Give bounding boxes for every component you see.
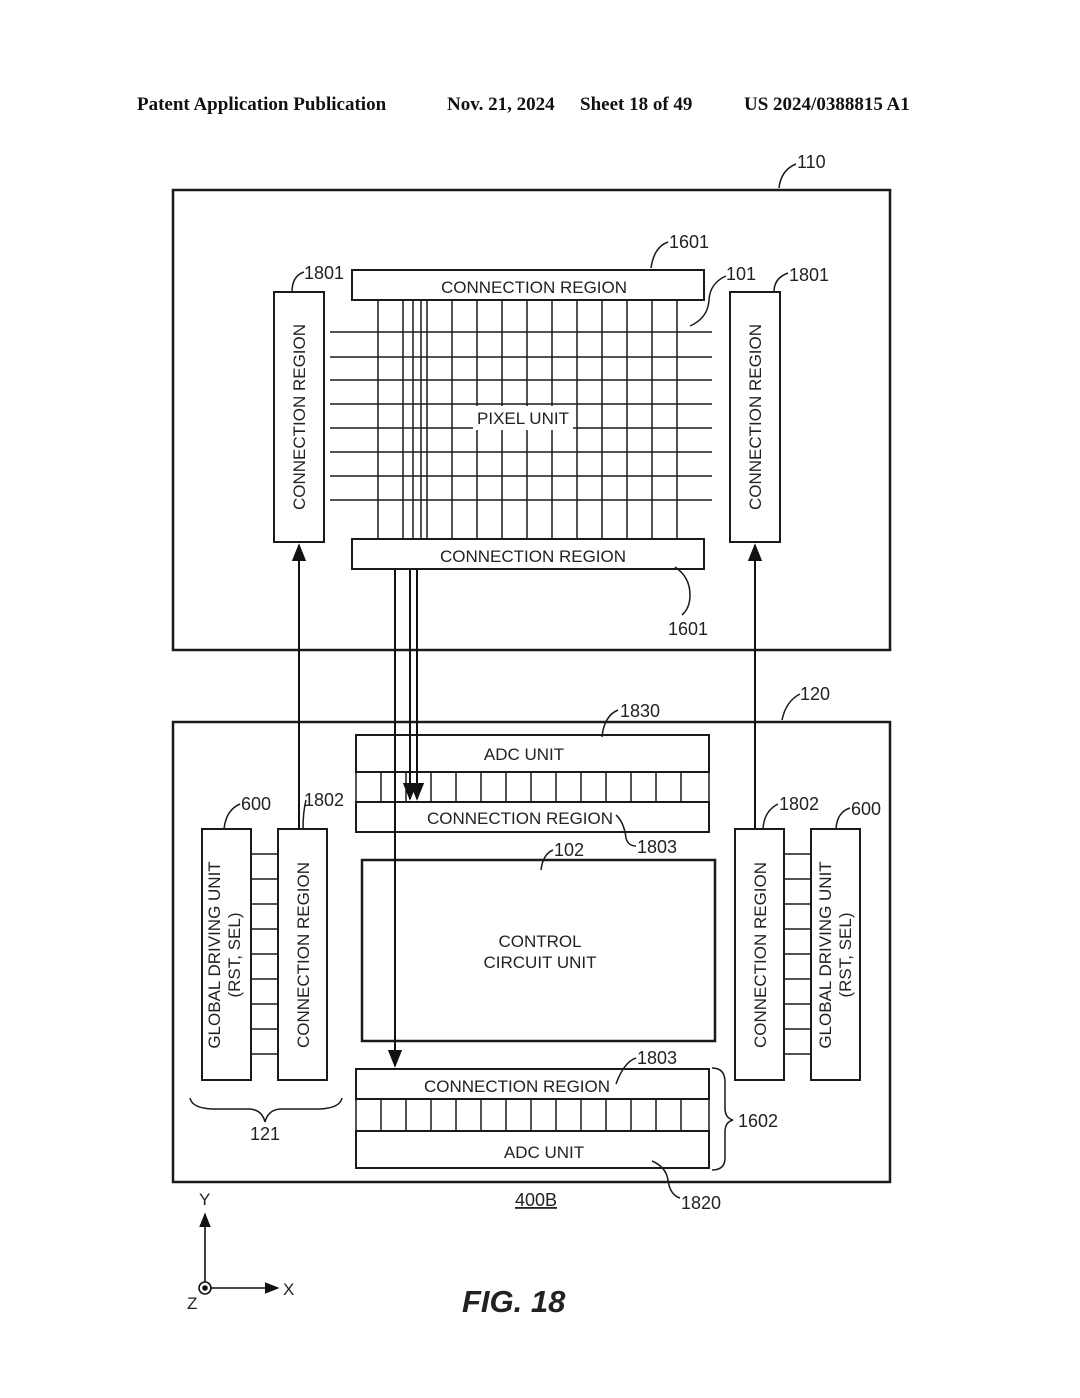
ref-1802-left: 1802 [304,790,344,810]
top-connection-region-lower [351,538,705,570]
ref-1601-top: 1601 [669,232,709,252]
left-side-connectors [251,853,278,1055]
signal-lines [291,543,763,1068]
page-header: Patent Application Publication Nov. 21, … [0,94,1080,120]
right-side-connectors [784,853,811,1055]
ref-101: 101 [726,264,756,284]
ref-1601-bottom: 1601 [668,619,708,639]
bottom-connection-region-upper [355,801,710,833]
chip-name-400b: 400B [515,1190,557,1210]
ref-1602: 1602 [738,1111,778,1131]
top-connection-region-left [273,291,325,543]
ref-1820: 1820 [681,1193,721,1213]
axis-indicator [198,1212,280,1295]
adc-unit-bottom-label: ADC UNIT [504,1143,584,1162]
global-driving-left-line2: (RST, SEL) [225,912,244,997]
axis-y-label: Y [199,1190,210,1209]
bottom-connection-region-lower-label: CONNECTION REGION [424,1077,610,1096]
figure-label: FIG. 18 [462,1284,566,1319]
ref-600-right: 600 [851,799,881,819]
global-driving-right-line1: GLOBAL DRIVING UNIT [816,861,835,1048]
global-driving-unit-right [810,828,861,1081]
publication-title: Patent Application Publication [137,94,387,115]
control-circuit-unit [360,858,717,1043]
leader-lines [223,163,851,1199]
adc-unit-top-label: ADC UNIT [484,745,564,764]
adc-bottom-connectors [355,1099,710,1131]
ref-121: 121 [250,1124,280,1144]
control-circuit-label-line2: CIRCUIT UNIT [483,953,596,972]
ref-1801-right: 1801 [789,265,829,285]
ref-120: 120 [800,684,830,704]
sheet-number: Sheet 18 of 49 [580,94,693,115]
bottom-chip-frame [171,720,892,1184]
adc-unit-top [355,734,710,773]
pixel-unit-label: PIXEL UNIT [477,409,569,428]
ref-1801-left: 1801 [304,263,344,283]
axis-z-label: Z [187,1294,197,1313]
top-connection-region-right-label: CONNECTION REGION [746,324,765,510]
axis-x-label: X [283,1280,294,1299]
top-connection-region-upper [351,269,705,301]
top-chip-frame [171,188,892,652]
global-driving-left-line1: GLOBAL DRIVING UNIT [205,861,224,1048]
side-connection-left-label: CONNECTION REGION [294,862,313,1048]
side-connection-right-label: CONNECTION REGION [751,862,770,1048]
brace-121 [189,1097,343,1123]
ref-1802-right: 1802 [779,794,819,814]
ref-102: 102 [554,840,584,860]
adc-unit-bottom [355,1130,710,1169]
bottom-connection-region-lower [355,1068,710,1100]
publication-date: Nov. 21, 2024 [447,94,555,115]
control-circuit-label-line1: CONTROL [498,932,581,951]
top-connection-region-right [729,291,781,543]
top-connection-region-left-label: CONNECTION REGION [290,324,309,510]
top-connection-region-upper-label: CONNECTION REGION [441,278,627,297]
bottom-connection-region-upper-label: CONNECTION REGION [427,809,613,828]
ref-1830: 1830 [620,701,660,721]
ref-1803-bottom: 1803 [637,1048,677,1068]
top-connection-region-lower-label: CONNECTION REGION [440,547,626,566]
adc-top-connectors [355,772,710,802]
global-driving-right-line2: (RST, SEL) [836,912,855,997]
ref-600-left: 600 [241,794,271,814]
bracket-1602 [711,1067,734,1171]
ref-1803-top: 1803 [637,837,677,857]
ref-110: 110 [797,152,826,172]
patent-number: US 2024/0388815 A1 [744,94,910,115]
